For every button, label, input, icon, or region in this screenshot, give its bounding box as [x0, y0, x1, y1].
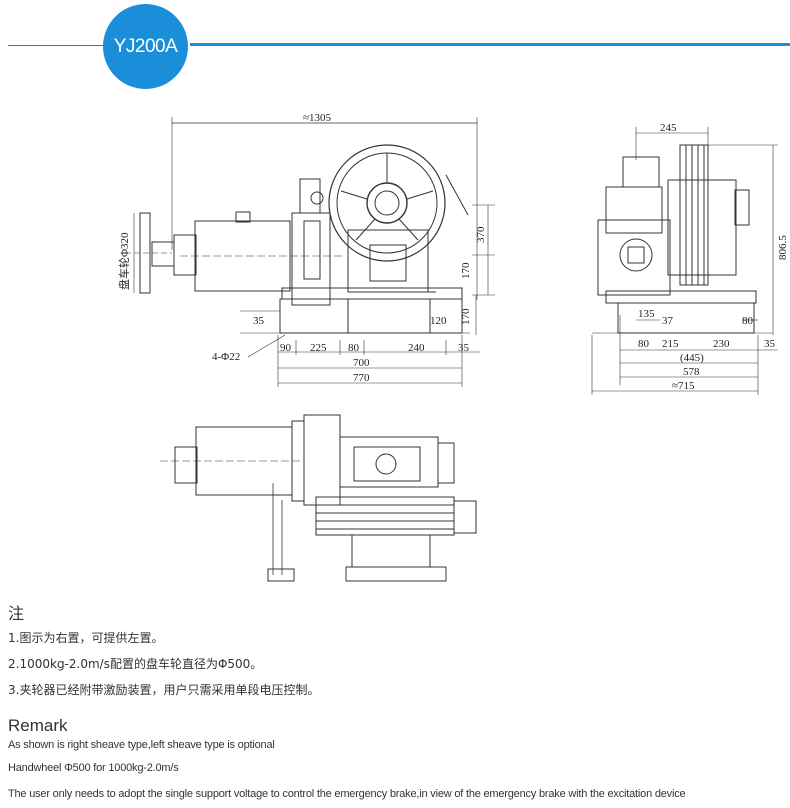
dim-base-120: 120	[430, 315, 447, 327]
dim-578: 578	[683, 366, 700, 378]
dim-37: 37	[662, 315, 674, 327]
side-view	[591, 127, 778, 395]
dim-245: 245	[660, 122, 677, 134]
dim-215: 215	[662, 338, 679, 350]
note-3: 3.夹轮器已经附带激励装置，用户只需采用单段电压控制。	[8, 683, 320, 697]
dim-700: 700	[353, 357, 370, 369]
dim-35-side: 35	[764, 338, 776, 350]
dim-height-170a: 170	[460, 262, 472, 279]
dim-90: 90	[280, 342, 292, 354]
remark-1: As shown is right sheave type,left sheav…	[8, 739, 275, 751]
note-2: 2.1000kg-2.0m/s配置的盘车轮直径为Φ500。	[8, 657, 263, 671]
remark-3: The user only needs to adopt the single …	[8, 788, 686, 800]
remark-heading: Remark	[8, 716, 68, 735]
dim-135: 135	[638, 308, 655, 320]
technical-drawing: ≈1305 盘车轮Φ320 370 170 170 35 120 4-Φ22 9…	[0, 95, 790, 600]
remark-2: Handwheel Φ500 for 1000kg-2.0m/s	[8, 762, 179, 774]
dim-80-left: 80	[638, 338, 650, 350]
dim-height-170b: 170	[460, 308, 472, 325]
dim-handwheel: 盘车轮Φ320	[117, 232, 131, 290]
model-badge: YJ200A	[103, 4, 188, 89]
header-line-left	[8, 45, 104, 46]
dim-height-370: 370	[475, 226, 487, 243]
model-title: YJ200A	[113, 35, 178, 57]
dim-806: 806.5	[777, 235, 789, 260]
header-line-right	[190, 43, 790, 46]
front-view	[125, 117, 495, 387]
dim-overall-width: ≈1305	[303, 112, 332, 124]
notes-section: 注 1.图示为右置，可提供左置。 2.1000kg-2.0m/s配置的盘车轮直径…	[8, 600, 783, 801]
dim-715: ≈715	[672, 380, 695, 392]
top-view	[160, 414, 477, 582]
dim-445: (445)	[680, 352, 704, 364]
dim-80-right: 80	[742, 315, 754, 327]
dim-80: 80	[348, 342, 360, 354]
notes-heading: 注	[8, 604, 25, 623]
dim-base-35: 35	[253, 315, 265, 327]
dim-225: 225	[310, 342, 327, 354]
note-1: 1.图示为右置，可提供左置。	[8, 631, 164, 645]
dim-230: 230	[713, 338, 730, 350]
dim-770: 770	[353, 372, 370, 384]
dim-35: 35	[458, 342, 470, 354]
dim-240: 240	[408, 342, 425, 354]
dim-holes: 4-Φ22	[212, 351, 240, 363]
